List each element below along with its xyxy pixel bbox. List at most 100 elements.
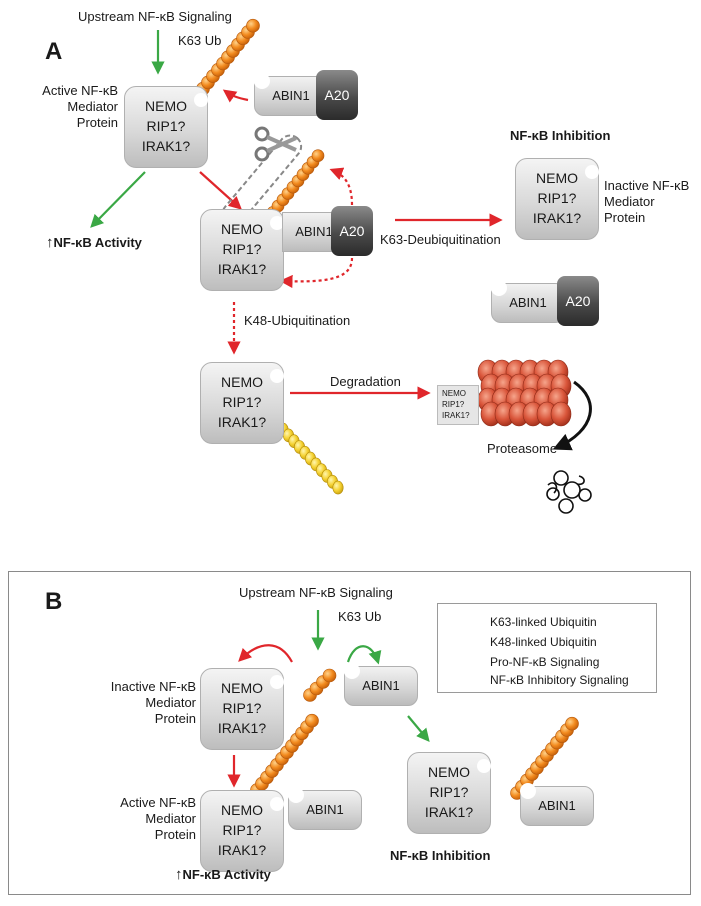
protein-nemo: NEMO [145,98,187,114]
active-mediator-line-1: Active NF-κB [120,795,196,810]
inactive-mediator-line-3: Protein [154,711,196,726]
mediator-protein-active-a: NEMO RIP1? IRAK1? [124,86,208,168]
arrow-proteasome-out [552,380,592,451]
abin1-protein-a-top: ABIN1 [254,73,328,116]
abin1-label: ABIN1 [306,802,344,817]
protein-irak1: IRAK1? [532,210,582,226]
inactive-mediator-line-2: Mediator [145,695,196,710]
panel-b-frame [8,571,691,895]
inactive-mediator-line-1: Inactive NF-κB [604,178,690,193]
arrow-green-down-b [407,715,430,743]
a20-protein-a-complex: A20 [331,206,373,256]
activity-text: NF-κB Activity [53,235,142,250]
k63-ubiquitin-ball [565,716,579,731]
deubiquitination-label: K63-Deubiquitination [380,232,501,247]
protein-nemo: NEMO [221,221,263,237]
protein-rip1: RIP1? [429,784,469,800]
degradation-label: Degradation [330,374,401,389]
protein-nemo: NEMO [536,170,578,186]
mediator-protein-complex-a: NEMO RIP1? IRAK1? [200,209,284,291]
legend-item-inhibitory: NF-κB Inhibitory Signaling [490,673,629,687]
k63-ubiquitin-ball [305,713,319,728]
activity-text: NF-κB Activity [182,867,271,882]
up-arrow-icon: ↑ [175,866,183,883]
small-box-line-3: IRAK1? [442,411,470,420]
active-mediator-line-2: Mediator [145,811,196,826]
upstream-signaling-label-a: Upstream NF-κB Signaling [78,9,232,24]
active-mediator-line-3: Protein [154,827,196,842]
abin1-label: ABIN1 [362,678,400,693]
arrow-dotted-a20-up [329,167,354,206]
abin1-protein-a-free: ABIN1 [491,280,565,323]
mediator-protein-inactive-b: NEMO RIP1? IRAK1? [200,668,284,750]
abin1-protein-b-right: ABIN1 [520,783,594,826]
active-mediator-label-a: Active NF-κB Mediator Protein [42,83,118,131]
legend-item-k48: K48-linked Ubiquitin [490,635,597,649]
k63-ubiquitin-ball [246,18,260,33]
arrow-dotted-a20-down [279,257,354,289]
inactive-mediator-line-1: Inactive NF-κB [110,679,196,694]
proteasome-icon [477,359,572,427]
k48-ubiquitination-label: K48-Ubiquitination [244,313,351,328]
mediator-protein-degraded-a: NEMO RIP1? IRAK1? [200,362,284,444]
protein-irak1: IRAK1? [217,414,267,430]
legend-item-pro: Pro-NF-κB Signaling [490,655,600,669]
inactive-mediator-label-b: Inactive NF-κB Mediator Protein [90,679,196,727]
protein-nemo: NEMO [221,802,263,818]
k63-chain-active [250,713,319,797]
protein-nemo: NEMO [221,680,263,696]
legend-item-k63: K63-linked Ubiquitin [490,615,597,629]
inactive-mediator-label-a: Inactive NF-κB Mediator Protein [604,178,689,226]
abin1-label: ABIN1 [295,224,333,239]
a20-protein-a-top: A20 [316,70,358,120]
inactive-mediator-line-3: Protein [604,210,646,225]
protein-nemo: NEMO [428,764,470,780]
arrow-red-curve-b [238,644,293,663]
k63-chain-free [303,668,337,702]
proteasome-subunit [550,401,572,427]
protein-nemo: NEMO [221,374,263,390]
abin1-protein-b-mid: ABIN1 [288,787,362,830]
protein-rip1: RIP1? [537,190,577,206]
active-mediator-label-b: Active NF-κB Mediator Protein [90,795,196,843]
active-mediator-line-1: Active NF-κB [42,83,118,98]
abin1-protein-b-top: ABIN1 [344,663,418,706]
abin1-label: ABIN1 [272,88,310,103]
k63-ubiquitin-ball [322,668,337,683]
a20-protein-a-free: A20 [557,276,599,326]
abin1-label: ABIN1 [509,295,547,310]
up-arrow-icon: ↑ [46,234,54,251]
activity-label-b: ↑NF-κB Activity [175,867,271,883]
legend: K63-linked Ubiquitin K48-linked Ubiquiti… [437,603,657,693]
k63-ubiquitin-ball [311,149,325,162]
mediator-protein-inactive-a: NEMO RIP1? IRAK1? [515,158,599,240]
protein-irak1: IRAK1? [141,138,191,154]
k63-ub-label-a: K63 Ub [178,33,222,48]
panel-a-letter: A [45,38,63,65]
panel-b-letter: B [45,588,63,615]
upstream-signaling-label-b: Upstream NF-κB Signaling [239,585,393,600]
active-mediator-line-3: Protein [76,115,118,130]
mediator-protein-active-b: NEMO RIP1? IRAK1? [200,790,284,872]
active-mediator-line-2: Mediator [67,99,118,114]
degraded-fragments-icon [546,470,592,514]
mediator-protein-inhibited-b: NEMO RIP1? IRAK1? [407,752,491,834]
protein-rip1: RIP1? [222,241,262,257]
protein-rip1: RIP1? [146,118,186,134]
protein-rip1: RIP1? [222,394,262,410]
protein-rip1: RIP1? [222,822,262,838]
inhibition-title-b: NF-κB Inhibition [390,848,491,863]
small-box-line-1: NEMO [442,389,466,398]
k48-ubiquitin-ball [332,480,344,495]
abin1-label: ABIN1 [538,798,576,813]
k63-chain-abin [510,716,579,800]
small-box-line-2: RIP1? [442,400,465,409]
arrow-abin-to-ub-a [222,89,249,103]
scissors-icon [254,126,297,162]
protein-entering-proteasome: NEMO RIP1? IRAK1? [437,385,479,425]
inactive-mediator-line-2: Mediator [604,194,655,209]
arrow-to-complex-a [199,171,242,210]
protein-rip1: RIP1? [222,700,262,716]
arrow-green-curve-b [346,645,382,665]
activity-label-a: ↑NF-κB Activity [46,235,142,251]
